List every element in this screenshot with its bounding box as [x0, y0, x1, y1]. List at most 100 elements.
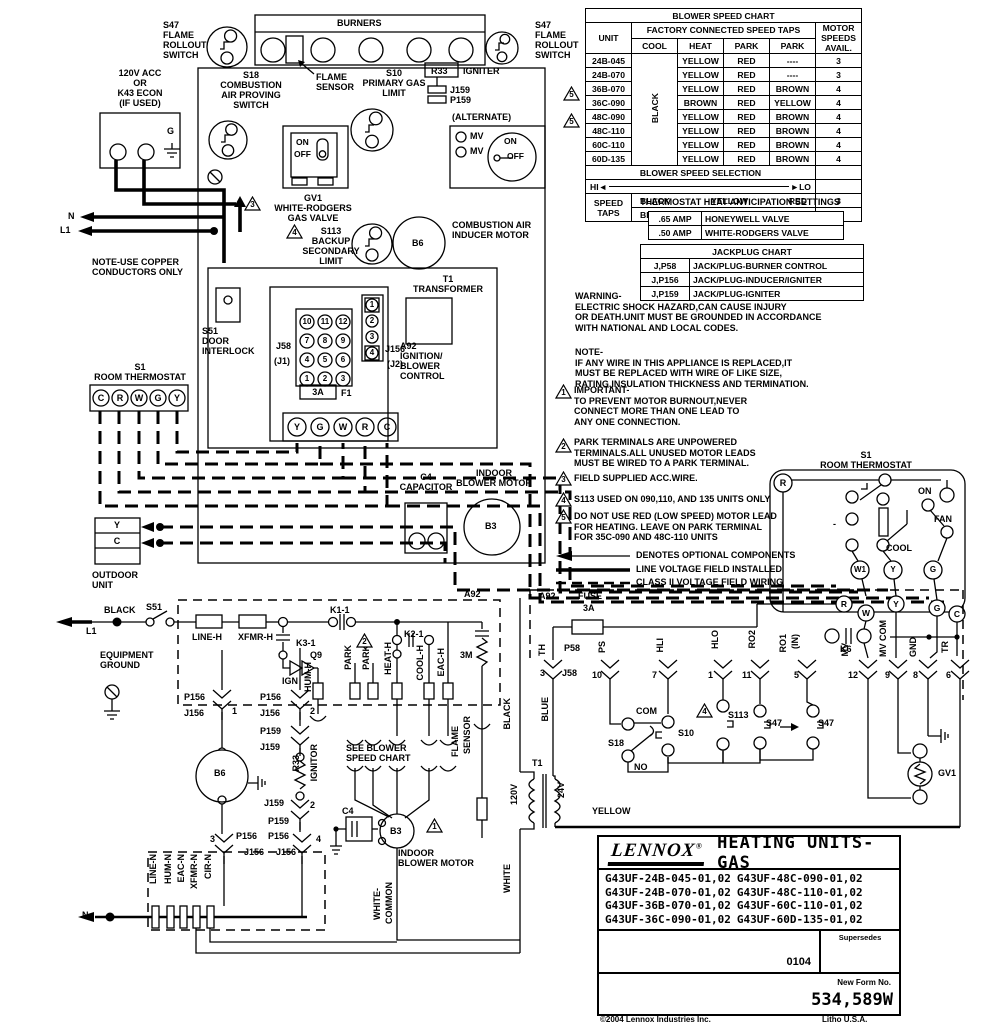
gv1-wr-label: GV1 WHITE-RODGERS GAS VALVE	[274, 193, 352, 223]
s18-proving-switch-icon	[208, 120, 248, 160]
hw-off-label: OFF	[507, 151, 524, 161]
jack-plug-pin-icon	[214, 833, 234, 843]
therm-r-label: R	[779, 478, 787, 488]
low-g-label: G	[933, 603, 941, 613]
title-block-title: HEATING UNITS-GAS	[717, 832, 875, 873]
note-triangle-2: 2	[356, 633, 373, 648]
l1-label: L1	[60, 225, 71, 235]
p156-4-label: P156	[268, 831, 290, 841]
j58-pin-9: 9	[340, 336, 346, 345]
pin8-label: 8	[913, 670, 919, 680]
t1-transformer-box	[405, 297, 453, 345]
jack-plug-pin-icon	[600, 659, 620, 669]
note-2-text: PARK TERMINALS ARE UNPOWERED TERMINALS.A…	[574, 437, 756, 468]
legend-optional: DENOTES OPTIONAL COMPONENTS	[636, 550, 796, 560]
j58-pin-3: 3	[340, 374, 346, 383]
j58-pin-2: 2	[322, 374, 328, 383]
crwgy-c: C	[97, 393, 105, 403]
s47-right-label: S47 FLAME ROLLOUT SWITCH	[535, 20, 579, 60]
j58-pin-7: 7	[304, 336, 310, 345]
jack-plug-pin-icon	[750, 659, 770, 669]
j58-pin-circle	[299, 333, 315, 349]
litho-text: Litho U.S.A.	[822, 1015, 868, 1024]
p159-label: P159	[450, 95, 472, 105]
wire-break-icon	[420, 739, 438, 746]
class2-field-wiring	[98, 411, 949, 604]
s10-label: S10 PRIMARY GAS LIMIT	[362, 68, 426, 98]
ygwrc-terminal-circle	[310, 417, 330, 437]
mv1-label: MV	[470, 131, 484, 141]
park2-label: PARK	[361, 645, 371, 670]
j156-pin-2: 2	[369, 316, 375, 325]
wire-break-icon	[388, 765, 406, 772]
j156-3-label: J156	[244, 847, 265, 857]
therm-cool-label: COOL	[886, 543, 912, 553]
jack-plug-pin-icon	[750, 670, 770, 680]
note-triangle-5: 5	[555, 509, 572, 524]
p156-1-label: P156	[184, 692, 206, 702]
crwgy-y: Y	[173, 393, 180, 403]
igniter-label: IGNITER	[463, 66, 500, 76]
lowvolt-terminal-circles	[603, 595, 966, 628]
outdoor-y-label: Y	[113, 520, 120, 530]
q9-label: Q9	[310, 650, 323, 660]
p156-2-label: P156	[260, 692, 282, 702]
fuse-br-label: FUSE	[578, 591, 603, 601]
note-triangle-4: 4	[286, 224, 303, 239]
crwgy-terminal-circle	[130, 389, 148, 407]
r33-label: R33	[431, 66, 448, 76]
j58-pin-1: 1	[304, 374, 310, 383]
s47-rollout-switch-icon	[206, 26, 248, 68]
chart-title: BLOWER SPEED CHART	[585, 8, 862, 23]
n-label: N	[68, 211, 75, 221]
j2-label: (J2)	[387, 359, 404, 369]
warning-text: WARNING- ELECTRIC SHOCK HAZARD,CAN CAUSE…	[575, 291, 822, 333]
p156-3-label: P156	[236, 831, 258, 841]
ygwrc-terminal-circle	[333, 417, 353, 437]
pin1-br-label: 1	[708, 670, 714, 680]
ygwrc-g: G	[316, 422, 324, 432]
a92-right-schematic	[529, 589, 964, 827]
b3-blower-motor	[463, 498, 521, 556]
therm-g-label: G	[929, 565, 937, 574]
wr-on-label: ON	[296, 137, 309, 147]
form-number-value: 534,589W	[811, 990, 893, 1010]
j58-pin-circle	[317, 333, 333, 349]
col-motor: MOTOR SPEEDS AVAIL.	[815, 22, 862, 54]
ygwrc-terminal-circle	[355, 417, 375, 437]
form-number-row: New Form No. 534,589W	[599, 974, 899, 1018]
burners-label: BURNERS	[337, 18, 382, 28]
line-voltage-wires	[78, 160, 246, 263]
jack-plug-pin-icon	[888, 670, 908, 680]
line-n-label: LINE-N	[148, 854, 158, 884]
flame-sensor-label: FLAME SENSOR	[316, 72, 355, 92]
equip-ground-label: EQUIPMENT GROUND	[100, 650, 154, 670]
jack-plug-pin-icon	[290, 689, 310, 699]
s10-br-label: S10	[678, 728, 695, 738]
copper-note-label: NOTE-USE COPPER CONDUCTORS ONLY	[92, 257, 184, 277]
j159-b-label: J159	[264, 798, 285, 808]
ibm-label: INDOOR BLOWER MOTOR	[456, 468, 532, 488]
low-y-label: Y	[893, 599, 899, 609]
j58-pin-circle	[335, 371, 351, 387]
k2-1-label: K2-1	[404, 629, 424, 639]
legend-class2: CLASS II VOLTAGE FIELD WIRING	[636, 577, 784, 587]
b3-label: B3	[485, 521, 497, 531]
k1-1-label: K1-1	[330, 605, 350, 615]
wire-break-icon	[346, 739, 364, 746]
door-interlock	[215, 287, 241, 323]
j58-pin-circle	[317, 314, 333, 330]
note-triangle-5: 5	[563, 86, 580, 101]
j156-connector	[361, 294, 384, 362]
supersedes-row: 0104 Supersedes	[599, 931, 899, 974]
jack-plug-pin-icon	[918, 659, 938, 669]
jack-plug-pin-icon	[713, 659, 733, 669]
b6-bl-label: B6	[214, 768, 226, 778]
j58-pin-circle	[299, 371, 315, 387]
3m-label: 3M	[460, 650, 473, 660]
jack-plug-pin-icon	[797, 670, 817, 680]
no-label: NO	[634, 762, 648, 772]
